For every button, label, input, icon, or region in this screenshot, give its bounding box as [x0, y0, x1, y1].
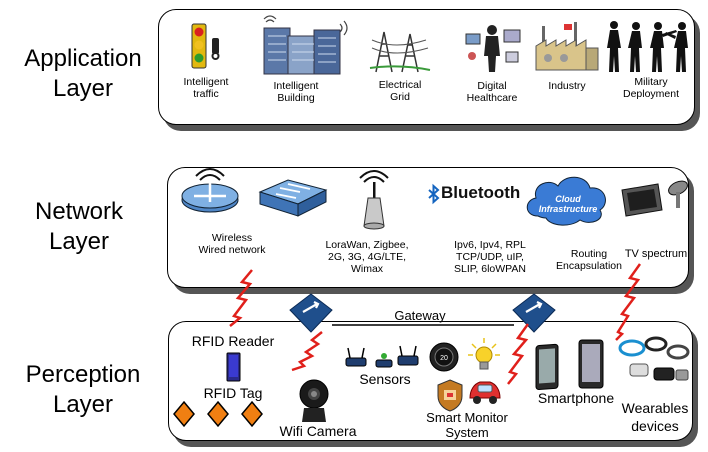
- cloud-icon: [526, 176, 606, 226]
- bluetooth-icon: [428, 183, 440, 205]
- svg-text:20: 20: [440, 355, 448, 362]
- wearables-icon: [618, 336, 690, 381]
- wifi-camera-caption: Wifi Camera: [279, 423, 357, 439]
- network-layer-panel: [167, 167, 689, 288]
- gateway-right-icon: [512, 293, 556, 333]
- sensors-caption: Sensors: [359, 371, 411, 387]
- industry-caption: Industry: [548, 80, 586, 92]
- gateway-label: Gateway: [394, 308, 446, 323]
- ipv6-protocols-caption: Ipv6, Ipv4, RPL TCP/UDP, uIP, SLIP, 6loW…: [454, 239, 526, 275]
- power-grid-icon: [369, 31, 431, 73]
- tv-spectrum-caption: TV spectrum: [624, 248, 688, 260]
- traffic-light-icon: [191, 23, 220, 69]
- security-shield-icon: [437, 379, 463, 412]
- lora-protocols-caption: LoraWan, Zigbee, 2G, 3G, 4G/LTE, Wimax: [325, 239, 409, 275]
- smartphone-caption: Smartphone: [537, 390, 615, 406]
- network-layer-label: Network Layer: [34, 198, 124, 255]
- rfid-reader-icon: [226, 352, 241, 382]
- signal-zigzag-rfid: [229, 269, 253, 327]
- building-icon: [263, 15, 348, 75]
- application-layer-label: Application Layer: [24, 45, 142, 102]
- network-switch-icon: [258, 179, 328, 217]
- smart-monitor-caption: Smart Monitor System: [426, 410, 508, 440]
- perception-layer-label: Perception Layer: [25, 361, 141, 418]
- car-icon: [469, 381, 501, 404]
- application-layer-panel: [158, 9, 695, 125]
- military-icon: [607, 21, 688, 72]
- signal-zigzag-monitor: [507, 323, 530, 385]
- wifi-camera-icon: [299, 379, 329, 422]
- wireless-wired-caption: Wireless Wired network: [198, 232, 266, 256]
- antenna-tower-icon: [359, 170, 389, 230]
- light-bulb-icon: [468, 338, 500, 370]
- sensors-icon: [345, 345, 419, 368]
- digital-healthcare-caption: Digital Healthcare: [466, 80, 518, 104]
- gateway-left-icon: [289, 293, 333, 333]
- tv-monitor-icon: [621, 180, 688, 217]
- healthcare-icon: [465, 25, 521, 72]
- wireless-router-icon: [181, 168, 239, 213]
- military-deployment-caption: Military Deployment: [622, 76, 680, 100]
- smartphone-left-icon: [535, 343, 559, 391]
- electrical-grid-caption: Electrical Grid: [378, 79, 422, 103]
- signal-zigzag-camera: [291, 331, 323, 372]
- intelligent-building-caption: Intelligent Building: [273, 80, 319, 104]
- signal-zigzag-wearables: [615, 263, 642, 341]
- intelligent-traffic-caption: Intelligent traffic: [183, 76, 229, 100]
- rfid-reader-caption: RFID Reader: [191, 333, 275, 349]
- rfid-tags-icon: [173, 400, 263, 428]
- smartphone-right-icon: [578, 339, 604, 389]
- routing-encapsulation-caption: Routing Encapsulation: [556, 248, 622, 272]
- bluetooth-wordmark: Bluetooth: [441, 183, 521, 202]
- thermostat-icon: 20: [429, 342, 459, 372]
- rfid-tag-caption: RFID Tag: [203, 385, 263, 401]
- gateway-link-line: [332, 324, 514, 326]
- wearables-caption: Wearables devices: [621, 400, 689, 434]
- cloud-infrastructure-text: Cloud Infrastructure: [538, 194, 598, 214]
- industry-icon: [535, 22, 599, 71]
